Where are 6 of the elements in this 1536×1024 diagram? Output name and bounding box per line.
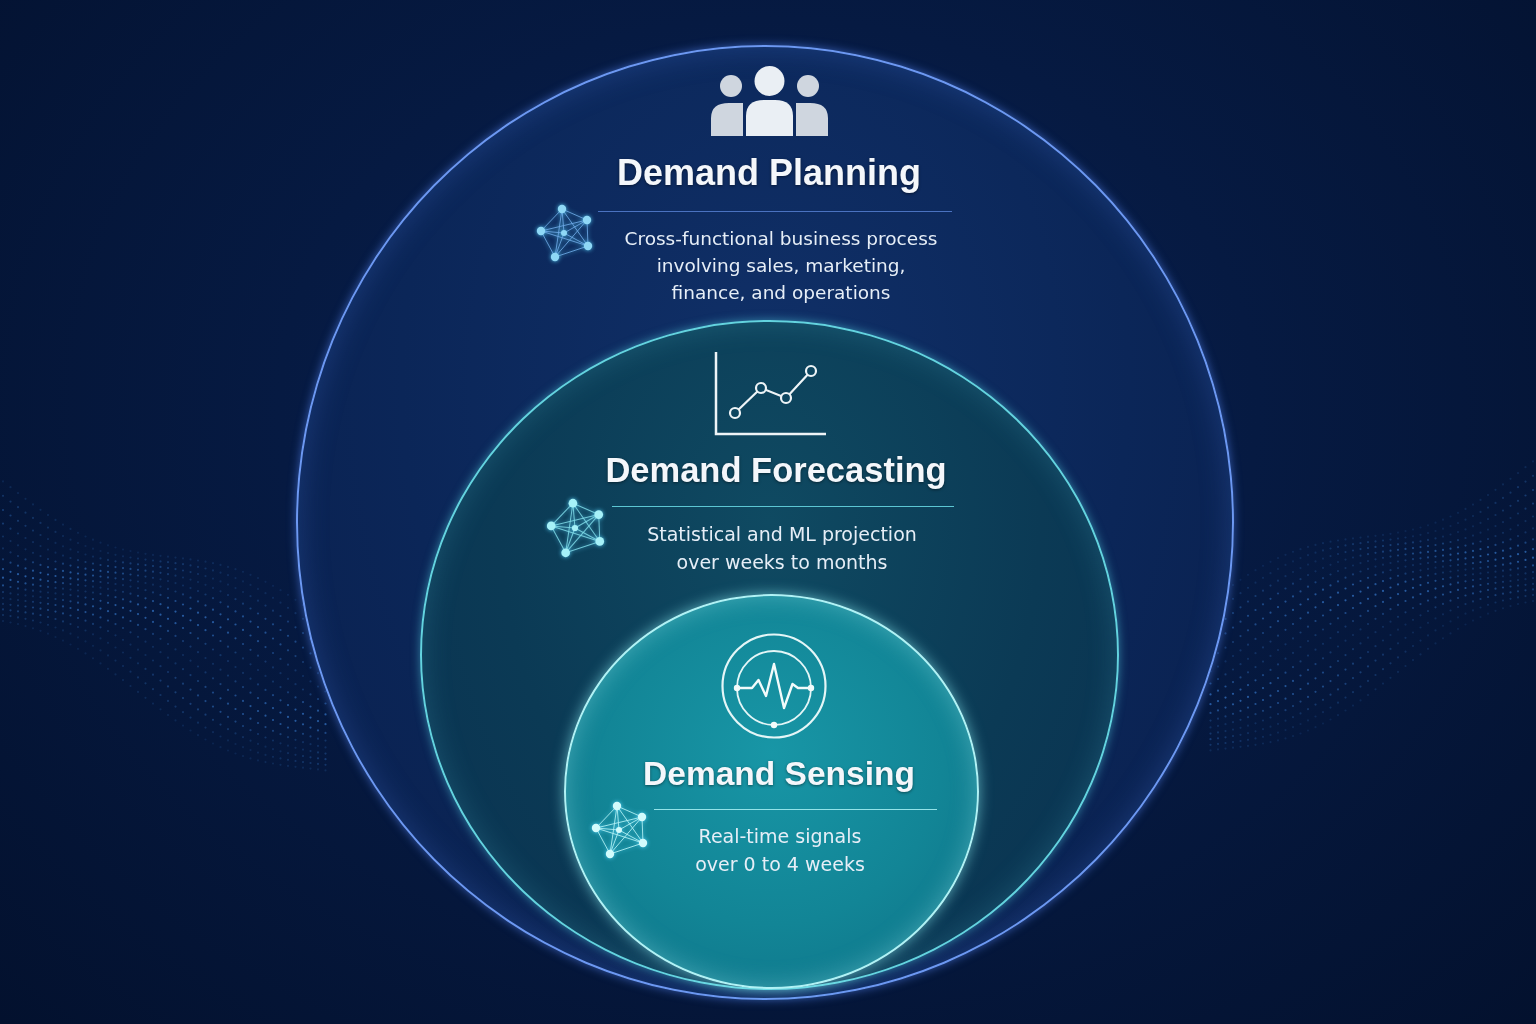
circle-title: Demand Sensing <box>643 754 915 794</box>
circle-title: Demand Forecasting <box>605 450 947 491</box>
circle-title: Demand Planning <box>617 151 921 195</box>
circle-description: Statistical and ML projection over weeks to months <box>646 522 918 575</box>
circle-description: Real-time signals over 0 to 4 weeks <box>694 824 866 877</box>
circle-description: Cross-functional business process involving sales, marketing, finance, and operations <box>623 227 939 305</box>
